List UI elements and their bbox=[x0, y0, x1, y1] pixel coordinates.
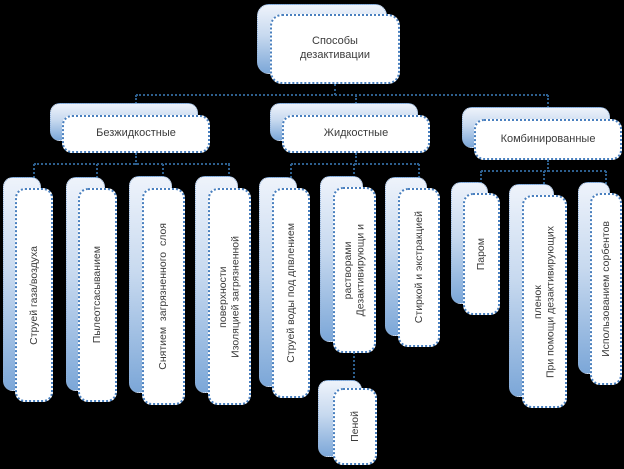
connector-group2-bus bbox=[291, 163, 419, 165]
leaf-sorbents-box: Использованием сорбентов bbox=[590, 193, 622, 385]
leaf-layer-removal-label: Снятием загрязненного слоя bbox=[157, 223, 170, 370]
branch-liquidfree-label: Безжидкостные bbox=[96, 127, 176, 140]
leaf-dust-suction-box: Пылеотсасыванием bbox=[78, 188, 117, 402]
connector-leaf9-drop bbox=[543, 171, 545, 195]
connector-foam-drop bbox=[353, 352, 355, 390]
branch-liquid-box: Жидкостные bbox=[282, 115, 430, 153]
connector-group1-stub bbox=[135, 153, 137, 165]
leaf-films-label: При помощи дезактивирующих пленок bbox=[531, 225, 557, 378]
leaf-foam-label: Пеной bbox=[348, 411, 361, 442]
leaf-solutions-box: Дезактивирующи и растворами bbox=[333, 187, 376, 353]
connector-top-bus bbox=[136, 94, 548, 96]
connector-group1-bus bbox=[34, 163, 230, 165]
leaf-surface-isolation-label: Изоляцией загрязненной поверхности bbox=[216, 235, 242, 358]
leaf-steam-label: Паром bbox=[475, 237, 488, 271]
leaf-washing-extraction-label: Стиркой и экстракцией bbox=[412, 211, 425, 324]
leaf-layer-removal-box: Снятием загрязненного слоя bbox=[142, 188, 185, 405]
branch-combined-label: Комбинированные bbox=[500, 132, 596, 145]
leaf-water-jet-label: Струей воды под дпвлением bbox=[284, 223, 297, 363]
leaf-solutions-label: Дезактивирующи и растворами bbox=[341, 223, 367, 317]
root-box: Способы дезактивации bbox=[270, 14, 400, 84]
leaf-surface-isolation-box: Изоляцией загрязненной поверхности bbox=[208, 188, 251, 405]
branch-liquidfree-box: Безжидкостные bbox=[62, 115, 210, 153]
branch-combined-box: Комбинированные bbox=[474, 119, 622, 160]
connector-root-stub bbox=[334, 84, 336, 95]
leaf-steam-box: Паром bbox=[463, 193, 500, 315]
connector-group3-stub bbox=[547, 160, 549, 172]
leaf-water-jet-box: Струей воды под дпвлением bbox=[272, 188, 310, 398]
leaf-foam-box: Пеной bbox=[333, 388, 377, 465]
leaf-films-box: При помощи дезактивирующих пленок bbox=[522, 195, 567, 408]
root-label: Способы дезактивации bbox=[299, 35, 370, 61]
leaf-sorbents-label: Использованием сорбентов bbox=[599, 221, 612, 357]
leaf-washing-extraction-box: Стиркой и экстракцией bbox=[398, 188, 440, 347]
leaf-gas-jet-label: Струей газа/воздуха bbox=[27, 245, 40, 345]
branch-liquid-label: Жидкостные bbox=[323, 127, 389, 140]
leaf-gas-jet-box: Струей газа/воздуха bbox=[15, 188, 53, 402]
connector-group2-stub bbox=[355, 153, 357, 165]
leaf-dust-suction-label: Пылеотсасыванием bbox=[91, 246, 104, 344]
